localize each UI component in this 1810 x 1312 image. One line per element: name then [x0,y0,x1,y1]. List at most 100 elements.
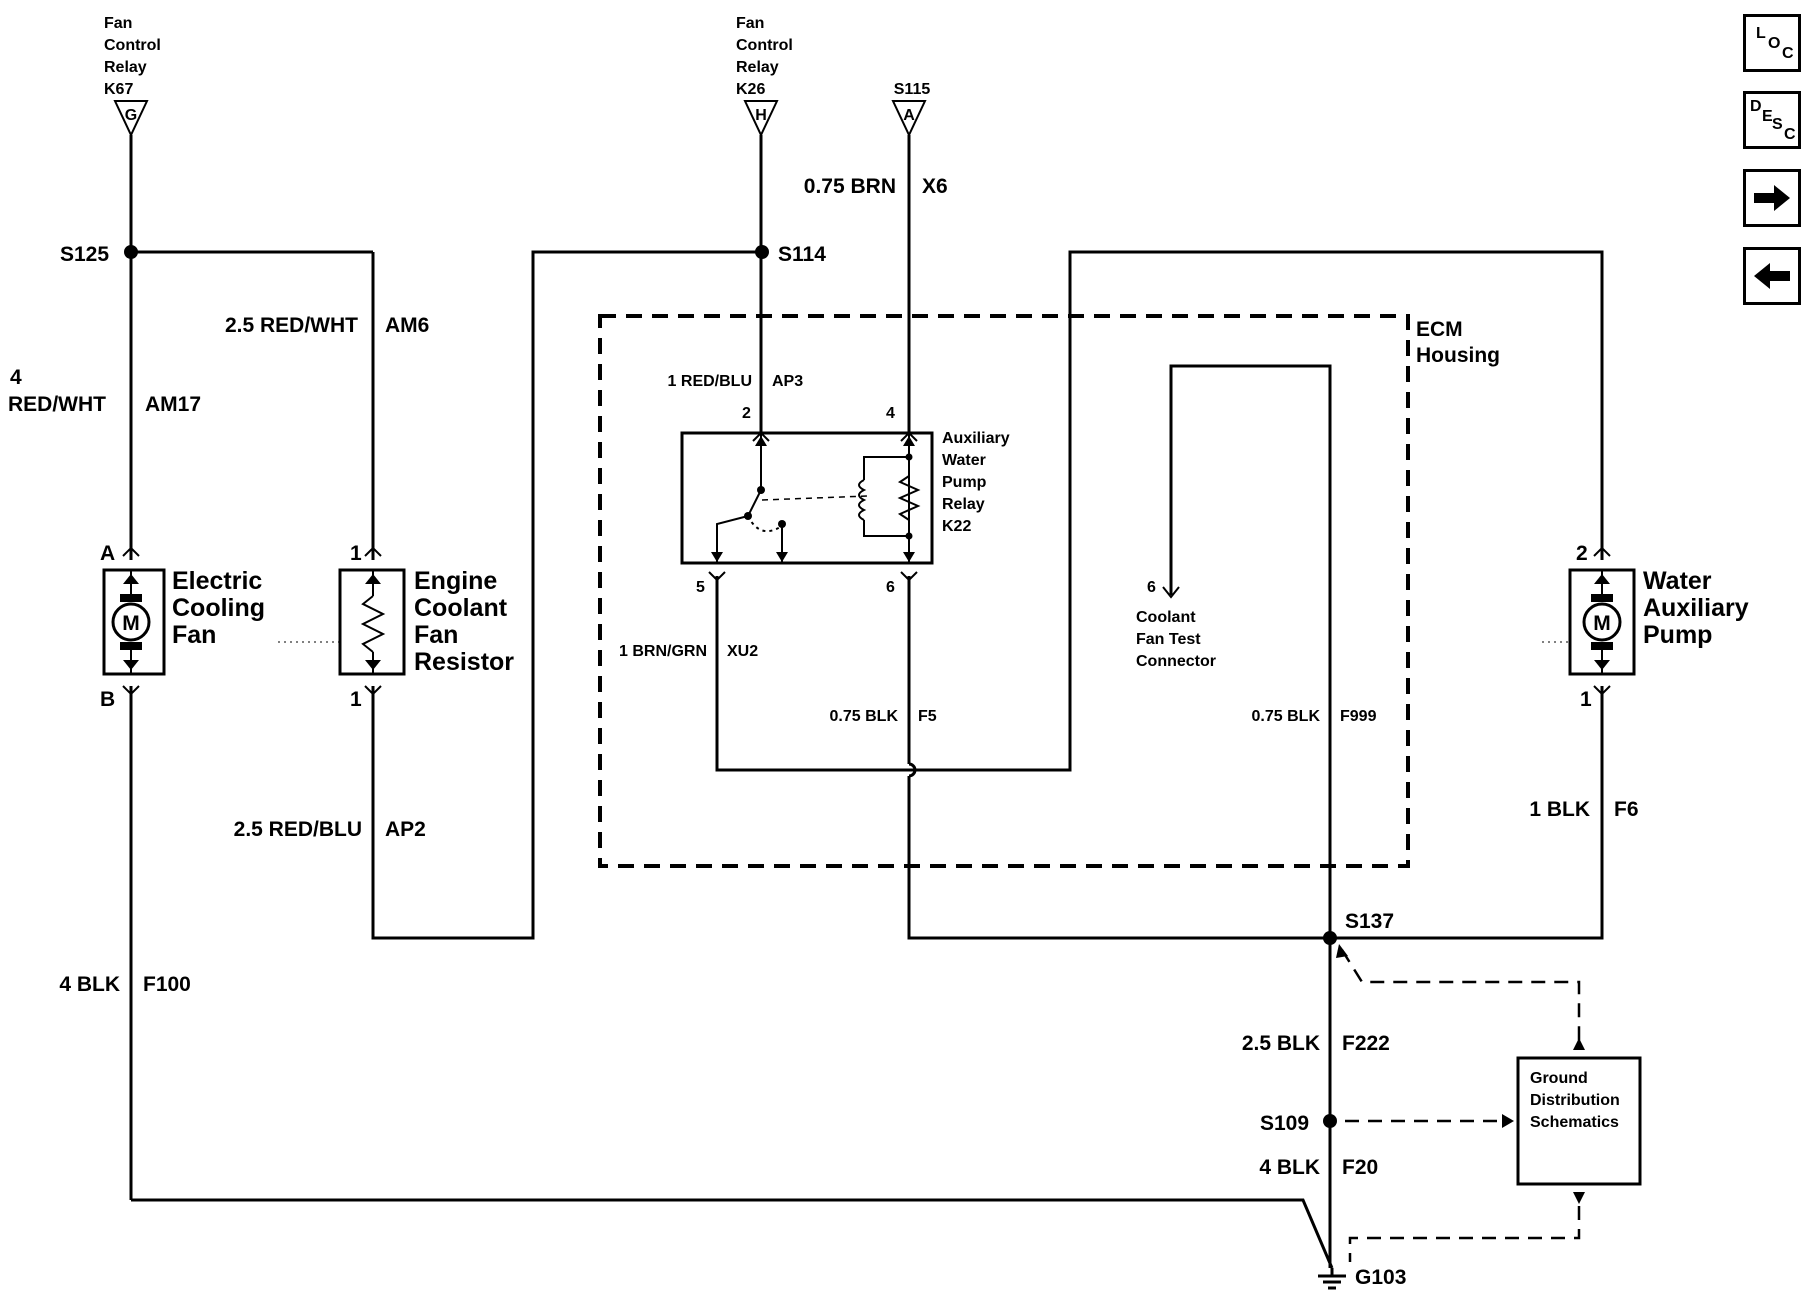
svg-text:F999: F999 [1340,708,1377,725]
pin-chevron-icon [364,685,382,696]
svg-text:Housing: Housing [1416,344,1500,367]
svg-text:1: 1 [350,542,362,565]
svg-text:M: M [1593,612,1611,635]
engine-coolant-fan-resistor[interactable]: 1 1 Engine Coolant Fan Resistor [278,542,514,711]
svg-text:S125: S125 [60,243,109,266]
svg-text:4: 4 [10,366,22,389]
arrow-down-icon [1573,1192,1585,1204]
svg-text:0.75 BLK: 0.75 BLK [1252,708,1321,725]
pin-chevron-icon [122,685,140,696]
svg-text:H: H [755,107,767,124]
svg-text:Schematics: Schematics [1530,1114,1619,1131]
svg-text:Coolant: Coolant [414,594,508,622]
svg-text:ECM: ECM [1416,318,1463,341]
svg-text:Fan: Fan [414,621,458,649]
pin-chevron-icon [364,546,382,557]
svg-text:Coolant: Coolant [1136,609,1196,626]
svg-text:6: 6 [1147,579,1156,596]
svg-text:2: 2 [742,405,751,422]
reference-s115[interactable]: S115 A [891,81,931,138]
auxiliary-water-pump-relay[interactable]: 2 4 5 6 Auxiliary Water Pu [680,405,1010,596]
pin-chevron-icon [1593,546,1611,557]
svg-text:2.5 RED/BLU: 2.5 RED/BLU [234,818,362,841]
splice-s114[interactable]: S114 [755,243,826,266]
svg-text:Cooling: Cooling [172,594,265,622]
svg-text:0.75 BRN: 0.75 BRN [804,175,896,198]
wires [129,135,1604,1269]
svg-text:K22: K22 [942,518,971,535]
next-button[interactable] [1743,169,1801,227]
svg-text:K67: K67 [104,81,133,98]
wire-labels: 4 RED/WHT AM17 2.5 RED/WHT AM6 0.75 BRN … [8,175,1639,1179]
svg-text:6: 6 [886,579,895,596]
pin-chevron-icon [900,571,918,582]
reference-k67[interactable]: Fan Control Relay K67 G [104,15,161,138]
water-auxiliary-pump[interactable]: 2 M 1 Water Auxiliary Pump [1542,542,1749,711]
svg-text:M: M [122,612,140,635]
svg-text:Relay: Relay [104,59,147,76]
svg-text:Electric: Electric [172,567,262,595]
ground-distribution-link[interactable]: Ground Distribution Schematics [1336,944,1642,1262]
svg-text:S114: S114 [778,243,826,266]
reference-k26[interactable]: Fan Control Relay K26 H [736,15,793,138]
svg-text:1 BLK: 1 BLK [1529,798,1590,821]
ground-g103[interactable]: G103 [1318,1266,1406,1290]
loc-button[interactable]: L O C [1743,14,1801,72]
prev-button[interactable] [1743,247,1801,305]
svg-text:1 BRN/GRN: 1 BRN/GRN [619,643,707,660]
pin-arrow-icon [1162,586,1180,599]
svg-text:1 RED/BLU: 1 RED/BLU [668,373,752,390]
svg-text:A: A [100,542,115,565]
svg-text:F5: F5 [918,708,937,725]
svg-text:F20: F20 [1342,1156,1378,1179]
svg-text:2: 2 [1576,542,1588,565]
svg-text:Fan: Fan [172,621,216,649]
svg-text:G103: G103 [1355,1266,1406,1289]
splice-s137[interactable]: S137 [1323,910,1394,945]
svg-text:Control: Control [736,37,793,54]
electric-cooling-fan[interactable]: A M B Electric Cooling Fan [100,542,265,711]
svg-text:Relay: Relay [736,59,779,76]
splice-s125[interactable]: S125 [60,243,138,266]
svg-text:2.5 BLK: 2.5 BLK [1242,1032,1320,1055]
svg-text:Engine: Engine [414,567,497,595]
svg-text:Distribution: Distribution [1530,1092,1620,1109]
svg-text:AM6: AM6 [385,314,429,337]
coolant-fan-test-connector[interactable]: 6 Coolant Fan Test Connector [1136,579,1216,670]
svg-text:Auxiliary: Auxiliary [1643,594,1749,622]
ecm-housing: ECM Housing [598,314,1500,868]
svg-text:Ground: Ground [1530,1070,1588,1087]
splice-s109[interactable]: S109 [1260,1112,1337,1135]
svg-text:B: B [100,688,115,711]
svg-text:AP3: AP3 [772,373,803,390]
svg-text:RED/WHT: RED/WHT [8,393,106,416]
pin-chevron-icon [708,571,726,582]
desc-button[interactable]: D E S C [1743,91,1801,149]
pin-chevron-icon [122,546,140,557]
svg-text:G: G [125,107,137,124]
svg-text:Control: Control [104,37,161,54]
connector-triangle-icon [113,100,149,138]
svg-text:4 BLK: 4 BLK [59,973,120,996]
svg-text:AM17: AM17 [145,393,201,416]
motor-icon [1582,602,1622,642]
connector-triangle-icon [743,100,779,138]
svg-text:2.5 RED/WHT: 2.5 RED/WHT [225,314,358,337]
motor-icon [111,602,151,642]
svg-text:F100: F100 [143,973,191,996]
svg-text:Relay: Relay [942,496,985,513]
svg-text:Auxiliary: Auxiliary [942,430,1010,447]
arrow-right-icon [1502,1114,1514,1128]
svg-text:S137: S137 [1345,910,1394,933]
svg-text:K26: K26 [736,81,765,98]
svg-text:F222: F222 [1342,1032,1390,1055]
svg-text:Water: Water [942,452,986,469]
svg-text:XU2: XU2 [727,643,758,660]
connector-triangle-icon [891,100,927,138]
svg-text:S109: S109 [1260,1112,1309,1135]
svg-text:F6: F6 [1614,798,1639,821]
arrow-right-icon [1754,185,1790,211]
svg-text:Resistor: Resistor [414,648,514,676]
svg-text:Pump: Pump [1643,621,1712,649]
svg-text:S115: S115 [894,81,931,98]
